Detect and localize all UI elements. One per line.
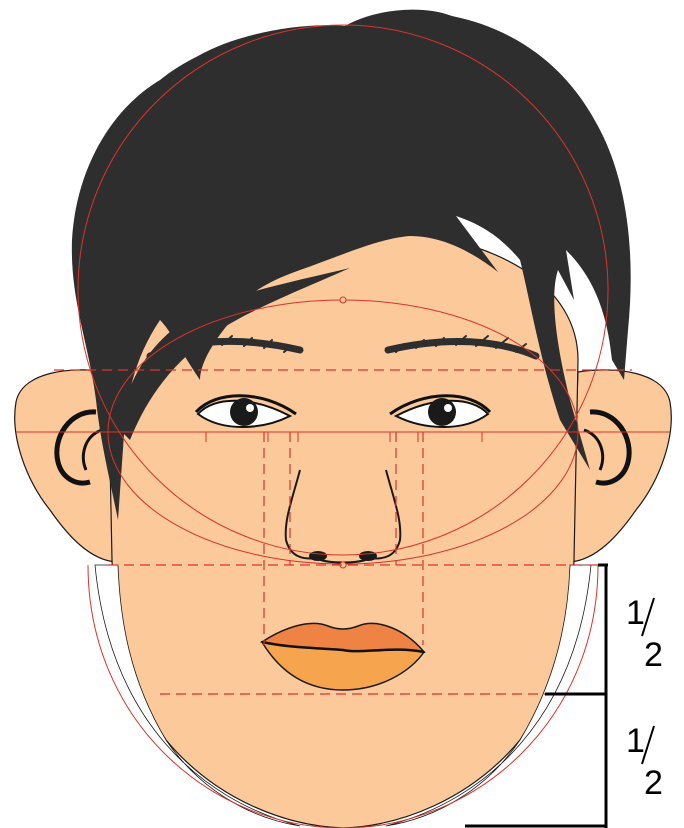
lower-half-label: 1 2 xyxy=(626,722,663,802)
lower-denominator: 2 xyxy=(644,764,663,802)
upper-denominator: 2 xyxy=(644,636,663,674)
lower-numerator: 1 xyxy=(626,722,645,760)
upper-half-label: 1 2 xyxy=(626,594,663,674)
upper-numerator: 1 xyxy=(626,594,645,632)
